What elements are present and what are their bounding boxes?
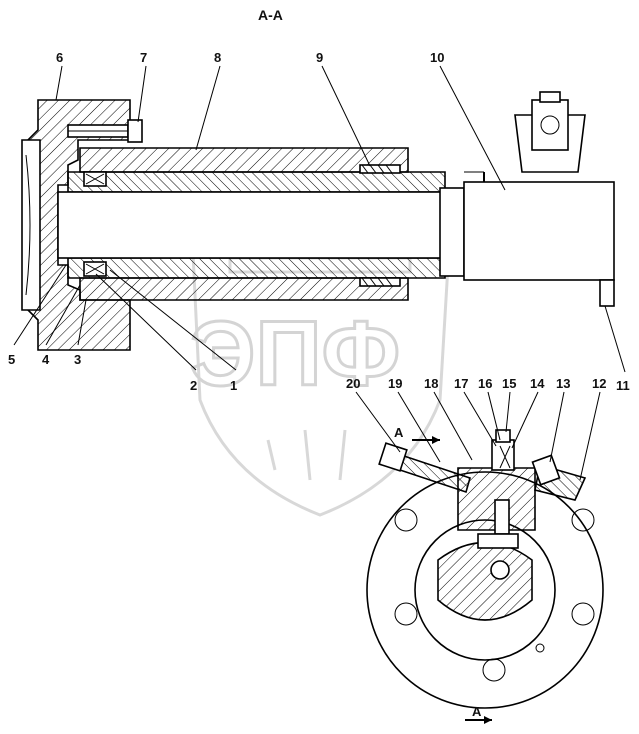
callout-7: 7	[140, 50, 147, 65]
leader-lines	[13, 65, 626, 481]
callout-4: 4	[42, 352, 50, 367]
callout-8: 8	[214, 50, 221, 65]
callout-18: 18	[424, 376, 438, 391]
callout-12: 12	[592, 376, 606, 391]
section-title: А-А	[258, 7, 283, 23]
callout-1: 1	[230, 378, 237, 393]
section-view	[366, 429, 604, 724]
callout-17: 17	[454, 376, 468, 391]
callout-5: 5	[8, 352, 15, 367]
callout-14: 14	[530, 376, 545, 391]
callout-3: 3	[74, 352, 81, 367]
section-marker-top: А	[394, 425, 404, 440]
callout-16: 16	[478, 376, 492, 391]
callout-13: 13	[556, 376, 570, 391]
callout-9: 9	[316, 50, 323, 65]
callout-11: 11	[616, 378, 630, 393]
watermark: ЭПФ	[189, 217, 452, 517]
watermark-text: ЭПФ	[190, 303, 400, 405]
callout-6: 6	[56, 50, 63, 65]
callout-10: 10	[430, 50, 444, 65]
section-marker-bottom: А	[472, 704, 482, 719]
callout-20: 20	[346, 376, 360, 391]
callout-2: 2	[190, 378, 197, 393]
callouts: 1 2 3 4 5 6 7 8 9 10 11 12 13 14 15 16 1…	[8, 50, 630, 393]
cylinder-assembly	[21, 91, 615, 351]
callout-19: 19	[388, 376, 402, 391]
callout-15: 15	[502, 376, 516, 391]
